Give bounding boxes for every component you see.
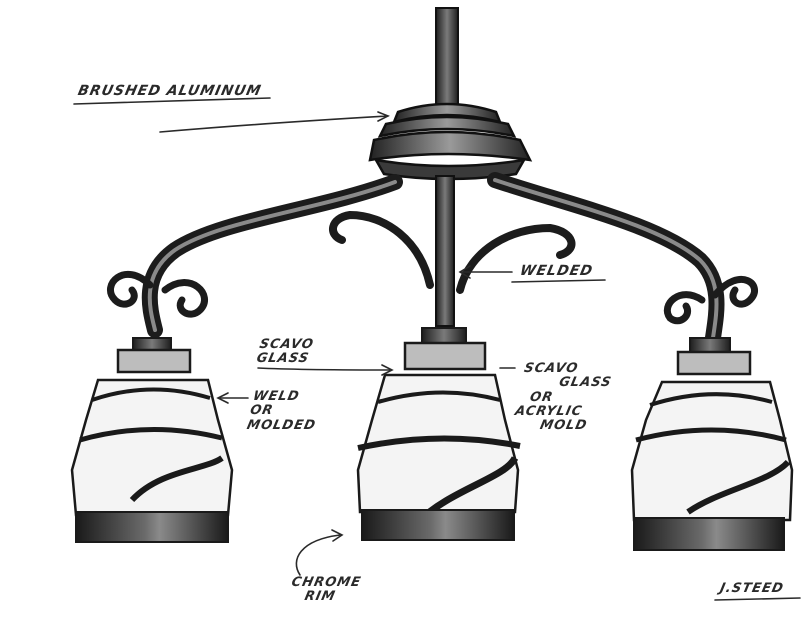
annotation-line: GLASS — [557, 375, 614, 391]
welded-underline — [511, 279, 606, 283]
center-rod — [435, 175, 455, 327]
annotation-line: MOLD — [538, 418, 589, 434]
annotation-line: SCAVO — [258, 337, 316, 352]
center-shade — [356, 327, 521, 541]
annotation-weld-or-molded: WELD OR MOLDED — [245, 389, 323, 433]
annotation-line: GLASS — [255, 351, 311, 367]
annotation-chrome-rim: CHROME RIM — [287, 575, 363, 605]
right-inner-scroll — [456, 223, 576, 294]
annotation-brushed-aluminum: BRUSHED ALUMINUM — [76, 83, 264, 99]
left-shade — [70, 337, 234, 543]
brushed-aluminum-underline — [73, 97, 271, 105]
annotation-welded: WELDED — [518, 263, 595, 279]
annotation-scavo-glass-acrylic: SCAVO GLASS OR ACRYLIC MOLD — [510, 361, 615, 434]
annotation-scavo-glass-center: SCAVO GLASS — [255, 337, 316, 367]
right-shade — [630, 337, 794, 551]
left-arm — [107, 174, 403, 338]
brushed-aluminum-leader — [159, 115, 389, 133]
signature: J.STEED — [718, 581, 786, 596]
signature-underline — [714, 597, 801, 601]
annotation-line: CHROME — [290, 575, 363, 590]
annotation-line: OR — [528, 389, 555, 405]
annotation-line: MOLDED — [245, 417, 318, 433]
top-rod — [435, 7, 459, 109]
annotation-line: RIM — [303, 589, 338, 605]
leader-lines — [73, 97, 801, 601]
scavo-center-leader — [257, 367, 391, 371]
annotation-line: ACRYLIC — [513, 403, 584, 419]
annotation-line: WELD — [251, 389, 302, 404]
right-arm — [487, 172, 758, 353]
annotation-line: OR — [248, 403, 275, 419]
left-inner-scroll — [329, 210, 434, 289]
canopy — [368, 102, 533, 181]
chrome-rim-leader — [295, 534, 341, 576]
annotation-line: SCAVO — [522, 361, 580, 376]
